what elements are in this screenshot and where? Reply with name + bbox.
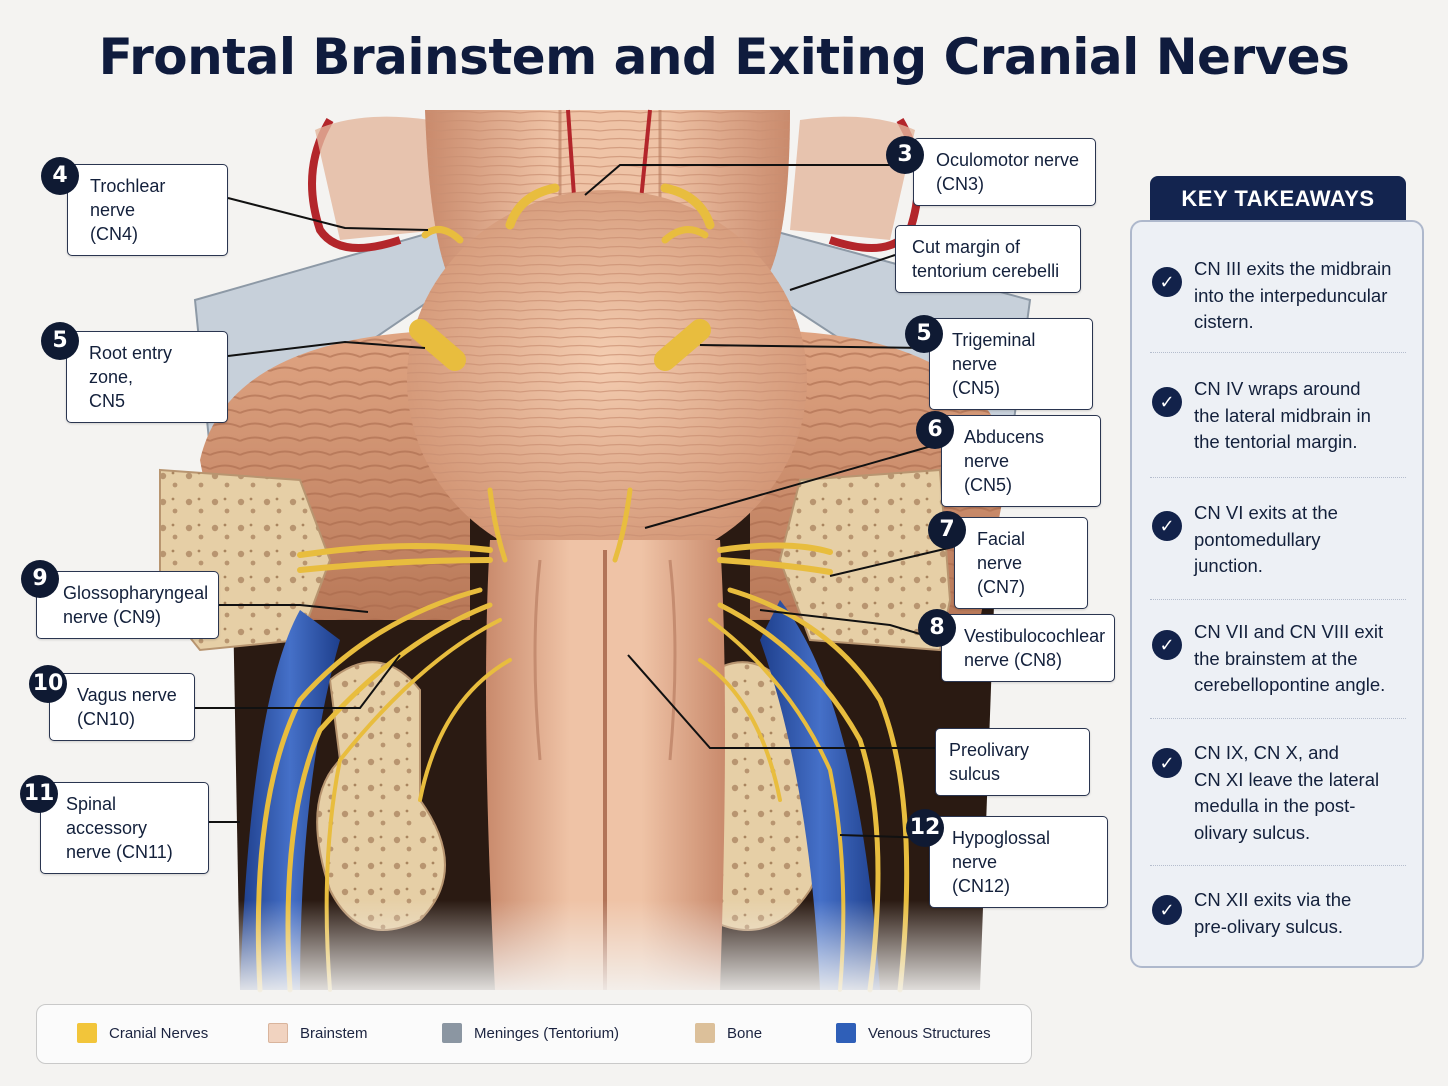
label-vagus-nerve: Vagus nerve(CN10): [49, 673, 195, 741]
takeaway-cn6: ✓ CN VI exits at the pontomedullary junc…: [1132, 500, 1422, 580]
badge-12: 12: [906, 809, 944, 847]
badge-5-trigeminal: 5: [905, 315, 943, 353]
page-title: Frontal Brainstem and Exiting Cranial Ne…: [98, 28, 1350, 86]
takeaway-cn9-cn11: ✓ CN IX, CN X, and CN XI leave the later…: [1132, 740, 1422, 846]
label-trigeminal-nerve: Trigeminal nerve(CN5): [929, 318, 1093, 410]
divider: [1150, 865, 1406, 866]
badge-9: 9: [21, 560, 59, 598]
key-takeaways-heading: KEY TAKEAWAYS: [1150, 176, 1406, 220]
takeaway-cn7-cn8: ✓ CN VII and CN VIII exit the brainstem …: [1132, 619, 1422, 699]
badge-10: 10: [29, 665, 67, 703]
takeaway-cn4: ✓ CN IV wraps around the lateral midbrai…: [1132, 376, 1422, 456]
check-icon: ✓: [1152, 630, 1182, 660]
check-icon: ✓: [1152, 895, 1182, 925]
badge-5-root: 5: [41, 322, 79, 360]
badge-8: 8: [918, 609, 956, 647]
legend-swatch: [268, 1023, 288, 1043]
legend-swatch: [442, 1023, 462, 1043]
label-hypoglossal-nerve: Hypoglossal nerve(CN12): [929, 816, 1108, 908]
badge-4: 4: [41, 157, 79, 195]
check-icon: ✓: [1152, 267, 1182, 297]
takeaway-cn12: ✓ CN XII exits via the pre-olivary sulcu…: [1132, 887, 1422, 940]
label-oculomotor-nerve: Oculomotor nerve(CN3): [913, 138, 1096, 206]
legend-swatch: [836, 1023, 856, 1043]
badge-6: 6: [916, 411, 954, 449]
takeaway-cn3: ✓ CN III exits the midbrain into the int…: [1132, 256, 1422, 336]
artery-left: [308, 117, 402, 252]
nerve-bundle: [255, 183, 910, 993]
leader-lines: [195, 164, 954, 839]
legend-swatch: [695, 1023, 715, 1043]
check-icon: ✓: [1152, 387, 1182, 417]
check-icon: ✓: [1152, 511, 1182, 541]
legend-swatch: [77, 1023, 97, 1043]
check-icon: ✓: [1152, 748, 1182, 778]
label-abducens-nerve: Abducens nerve(CN5): [941, 415, 1101, 507]
label-facial-nerve: Facial nerve(CN7): [954, 517, 1088, 609]
label-trochlear-nerve: Trochlear nerve(CN4): [67, 164, 228, 256]
label-root-entry-zone: Root entry zone,CN5: [66, 331, 228, 423]
divider: [1150, 477, 1406, 478]
key-takeaways-panel: ✓ CN III exits the midbrain into the int…: [1130, 220, 1424, 968]
cerebrum-right: [790, 116, 915, 240]
divider: [1150, 718, 1406, 719]
cerebrum-left: [315, 116, 440, 240]
badge-3: 3: [886, 136, 924, 174]
badge-7: 7: [928, 511, 966, 549]
divider: [1150, 352, 1406, 353]
label-preolivary-sulcus: Preolivary sulcus: [935, 728, 1090, 796]
legend: Cranial Nerves Brainstem Meninges (Tento…: [36, 1004, 1032, 1064]
divider: [1150, 599, 1406, 600]
vein-left: [240, 610, 340, 990]
badge-11: 11: [20, 775, 58, 813]
